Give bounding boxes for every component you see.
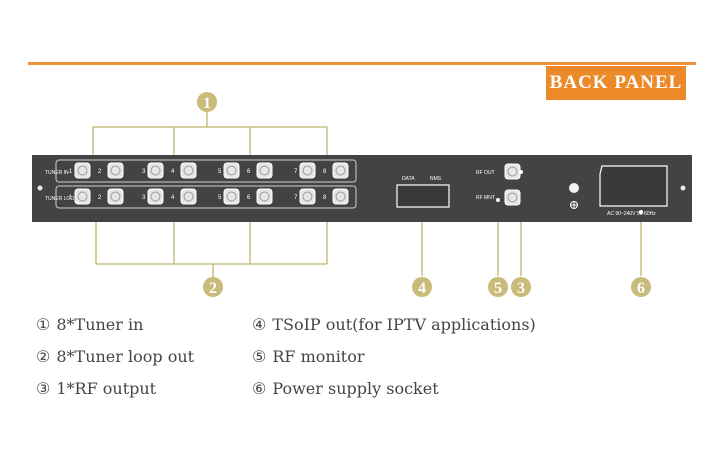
rf-mnt-label: RF MNT <box>476 195 495 201</box>
callout-badge-4: 4 <box>412 277 432 297</box>
tuner-loop-port-number-8: 8 <box>323 195 327 201</box>
legend-text-6: Power supply socket <box>272 379 439 398</box>
legend-item-4: ④ TSoIP out(for IPTV applications) <box>252 315 536 334</box>
power-socket-dot <box>639 210 643 214</box>
tuner-in-connector-4 <box>183 165 194 176</box>
legend-num-1: ① <box>36 315 51 334</box>
left-mount-hole <box>37 185 43 191</box>
legend-num-6: ⑥ <box>252 379 267 398</box>
tuner-in-port-number-6: 6 <box>247 169 251 175</box>
tuner-in-connector-1 <box>77 165 88 176</box>
tuner-in-label: TUNER IN <box>45 170 69 176</box>
legend-item-6: ⑥ Power supply socket <box>252 379 439 398</box>
callout-badge-3: 3 <box>511 277 531 297</box>
tuner-in-ports: 1 2 3 4 5 6 7 8 <box>69 162 349 179</box>
right-mount-hole <box>680 185 686 191</box>
tuner-in-port-number-3: 3 <box>142 169 146 175</box>
callout-number-4: 4 <box>418 280 426 297</box>
legend-num-3: ③ <box>36 379 51 398</box>
tuner-loop-port-number-1: 1 <box>69 195 73 201</box>
callout-badge-2: 2 <box>203 277 223 297</box>
tuner-in-port-number-8: 8 <box>323 169 327 175</box>
tuner-in-connector-6 <box>259 165 270 176</box>
tuner-in-connector-8 <box>335 165 346 176</box>
tuner-loop-connector-5 <box>226 191 237 202</box>
tuner-in-port-number-7: 7 <box>294 169 298 175</box>
legend-num-5: ⑤ <box>252 347 267 366</box>
legend-text-5: RF monitor <box>272 347 365 366</box>
tuner-loop-connector-7 <box>302 191 313 202</box>
back-panel-banner: BACK PANEL <box>546 66 686 100</box>
nms-port-label: NMS <box>430 176 442 182</box>
data-port-label: DATA <box>402 176 415 182</box>
legend-item-3: ③ 1*RF output <box>36 379 156 398</box>
tuner-loop-connector-3 <box>150 191 161 202</box>
legend-text-1: 8*Tuner in <box>56 315 144 334</box>
callout-number-6: 6 <box>637 280 645 297</box>
tuner-loop-port-number-2: 2 <box>98 195 102 201</box>
power-socket <box>599 165 668 207</box>
tuner-in-port-number-1: 1 <box>69 169 73 175</box>
callout-badge-1: 1 <box>197 92 217 112</box>
rf-out-label: RF OUT <box>476 170 495 176</box>
tuner-loop-connector-8 <box>335 191 346 202</box>
callout-lines-tuner-in <box>92 112 328 162</box>
rf-out-connector <box>507 166 518 177</box>
legend-text-4: TSoIP out(for IPTV applications) <box>272 315 536 334</box>
tuner-in-port-number-5: 5 <box>218 169 222 175</box>
rf-mnt-connector <box>507 192 518 203</box>
legend-text-2: 8*Tuner loop out <box>56 347 195 366</box>
tuner-loop-port-number-6: 6 <box>247 195 251 201</box>
callout-number-1: 1 <box>203 95 211 112</box>
orange-divider-line <box>28 62 696 65</box>
tuner-loop-ports: 1 2 3 4 5 6 7 8 <box>69 188 349 205</box>
callout-badge-5: 5 <box>488 277 508 297</box>
legend-item-1: ① 8*Tuner in <box>36 315 143 334</box>
tuner-loop-label: TUNER LOOP <box>45 196 78 202</box>
tuner-loop-port-number-4: 4 <box>171 195 175 201</box>
tsoip-port-block <box>396 184 450 208</box>
tuner-loop-connector-4 <box>183 191 194 202</box>
rf-mnt-dot <box>496 198 500 202</box>
tuner-loop-port-number-3: 3 <box>142 195 146 201</box>
callout-number-5: 5 <box>494 280 502 297</box>
callout-number-2: 2 <box>209 280 217 297</box>
legend-item-5: ⑤ RF monitor <box>252 347 365 366</box>
rf-out-dot <box>519 170 523 174</box>
legend-num-2: ② <box>36 347 51 366</box>
legend-text-3: 1*RF output <box>56 379 157 398</box>
power-rating-label: AC 90~240V 50-60Hz <box>607 211 656 217</box>
tuner-loop-port-number-5: 5 <box>218 195 222 201</box>
tuner-in-connector-5 <box>226 165 237 176</box>
tuner-in-connector-3 <box>150 165 161 176</box>
callout-number-3: 3 <box>517 280 525 297</box>
tuner-in-port-number-2: 2 <box>98 169 102 175</box>
legend-item-2: ② 8*Tuner loop out <box>36 347 194 366</box>
tuner-loop-connector-6 <box>259 191 270 202</box>
ground-hole <box>569 183 579 193</box>
legend-num-4: ④ <box>252 315 267 334</box>
tuner-in-group <box>55 159 357 183</box>
tuner-in-connector-2 <box>110 165 121 176</box>
tuner-loop-group <box>55 185 357 209</box>
tuner-loop-connector-1 <box>77 191 88 202</box>
callout-badge-6: 6 <box>631 277 651 297</box>
tuner-in-port-number-4: 4 <box>171 169 175 175</box>
tuner-loop-port-number-7: 7 <box>294 195 298 201</box>
tuner-in-connector-7 <box>302 165 313 176</box>
tuner-loop-connector-2 <box>110 191 121 202</box>
